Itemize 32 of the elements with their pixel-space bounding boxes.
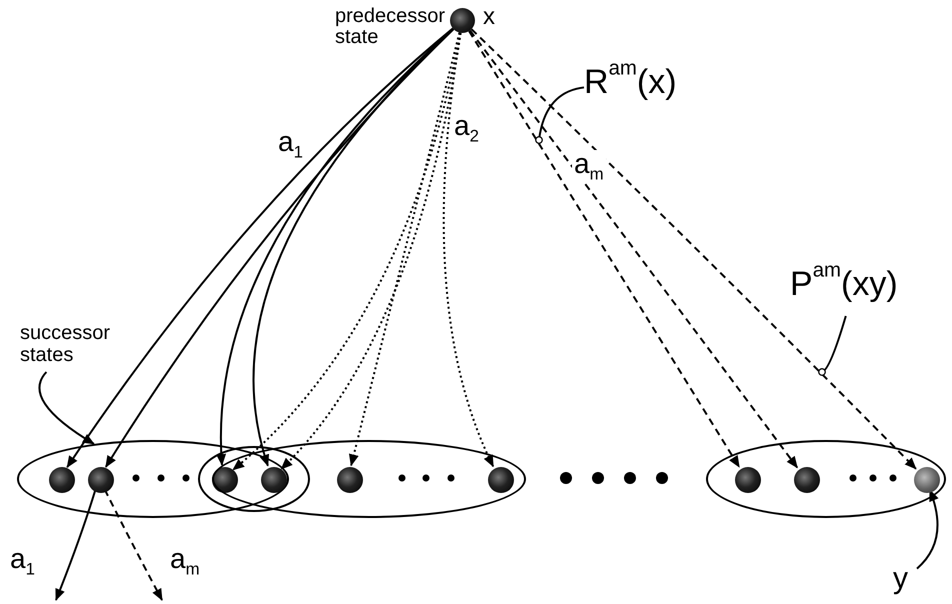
node-label: y xyxy=(893,562,917,596)
state-set-ellipse xyxy=(706,440,946,518)
state-dot xyxy=(337,467,363,493)
arrow xyxy=(104,489,163,601)
arrow xyxy=(469,30,798,468)
leader-line xyxy=(535,86,584,144)
state-dot xyxy=(488,467,514,493)
leader-line xyxy=(818,316,847,376)
arrow xyxy=(442,32,494,468)
state-set-ellipse xyxy=(198,446,310,512)
edge-label: a$_{m}$ xyxy=(572,150,606,184)
state-set-ellipse xyxy=(212,440,526,518)
state-dot xyxy=(450,8,475,33)
node-label: successor states xyxy=(20,322,120,372)
node-label: R$^{am}$(x) xyxy=(584,58,694,104)
state-dot xyxy=(212,467,238,493)
arrow xyxy=(468,30,740,468)
arrow xyxy=(470,28,917,470)
state-dot xyxy=(735,467,761,493)
state-dot xyxy=(914,467,940,493)
arrow xyxy=(280,32,462,470)
node-label: P$^{am}$(xy) xyxy=(790,260,918,316)
state-dot xyxy=(49,467,75,493)
state-dot xyxy=(88,467,114,493)
leader-line xyxy=(916,489,938,570)
arrow xyxy=(348,32,460,466)
node-caption: x xyxy=(483,4,495,30)
state-dot xyxy=(261,467,287,493)
state-dot xyxy=(794,467,820,493)
node-caption: predecessor state xyxy=(335,6,446,48)
arrow xyxy=(55,490,96,601)
leader-line xyxy=(38,371,95,445)
